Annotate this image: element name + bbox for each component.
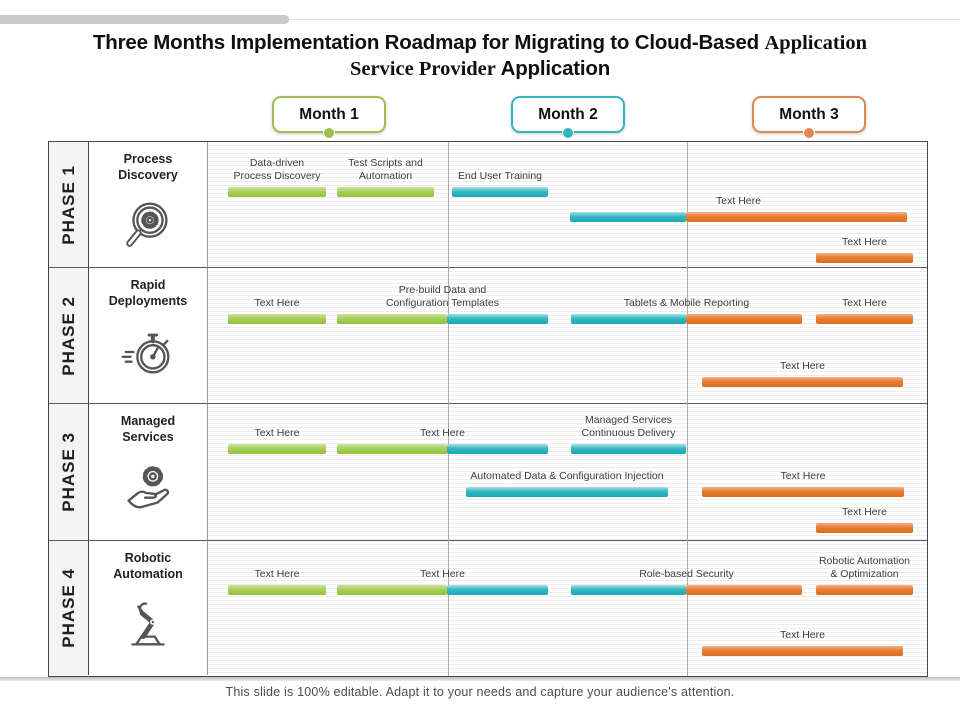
hand-gear-icon [127, 466, 170, 509]
month-1-dot [323, 127, 335, 139]
header-accent-bar [0, 15, 289, 24]
phase-1-label: PHASE 1 [58, 164, 78, 245]
month-1-label: Month 1 [299, 105, 359, 123]
header-rule [0, 19, 960, 20]
phase-1-strip: PHASE 1 [49, 142, 89, 268]
phase-1-title: Process Discovery [118, 152, 178, 182]
month-2-header: Month 2 [511, 96, 625, 139]
month-1-2-divider [448, 142, 449, 676]
phase-2-label: PHASE 2 [58, 295, 78, 376]
phase-2-timeline [208, 268, 927, 404]
magnifier-gear-icon [126, 202, 168, 247]
footer-note: This slide is 100% editable. Adapt it to… [225, 685, 735, 699]
phase-3-label: PHASE 3 [58, 432, 78, 512]
phase-4-strip: PHASE 4 [49, 541, 89, 675]
phase-3-title-cell: Managed Services [89, 404, 208, 541]
phase-4-timeline [208, 541, 927, 675]
month-2-dot [562, 127, 574, 139]
page-title: Three Months Implementation Roadmap for … [65, 30, 895, 82]
footer-rule [0, 677, 960, 681]
month-2-label: Month 2 [538, 105, 598, 123]
phase-2-title: Rapid Deployments [108, 278, 188, 308]
phase-3-title: Managed Services [120, 414, 176, 444]
month-3-label: Month 3 [779, 105, 839, 123]
phase-2-strip: PHASE 2 [49, 268, 89, 404]
phase-1-title-cell: Process Discovery [89, 142, 208, 268]
month-1-header: Month 1 [272, 96, 386, 139]
phase-3-strip: PHASE 3 [49, 404, 89, 541]
month-2-3-divider [687, 142, 688, 676]
phase-4-title-cell: Robotic Automation [89, 541, 208, 675]
phase-3-timeline [208, 404, 927, 541]
phase-2-title-cell: Rapid Deployments [89, 268, 208, 404]
phase-4-title: Robotic Automation [113, 551, 183, 581]
phase-1-timeline [208, 142, 927, 268]
month-3-dot [803, 127, 815, 139]
title-segment: Application Service Provider [349, 32, 868, 80]
phase-4-label: PHASE 4 [58, 568, 78, 648]
roadmap-table: PHASE 1 Process Discovery PHASE 2 Rapid … [48, 141, 928, 677]
month-3-header: Month 3 [752, 96, 866, 139]
stopwatch-icon [121, 333, 170, 374]
robot-arm-icon [131, 602, 165, 646]
title-segment: Application [500, 57, 611, 80]
title-segment: Three Months Implementation Roadmap for … [92, 31, 765, 54]
